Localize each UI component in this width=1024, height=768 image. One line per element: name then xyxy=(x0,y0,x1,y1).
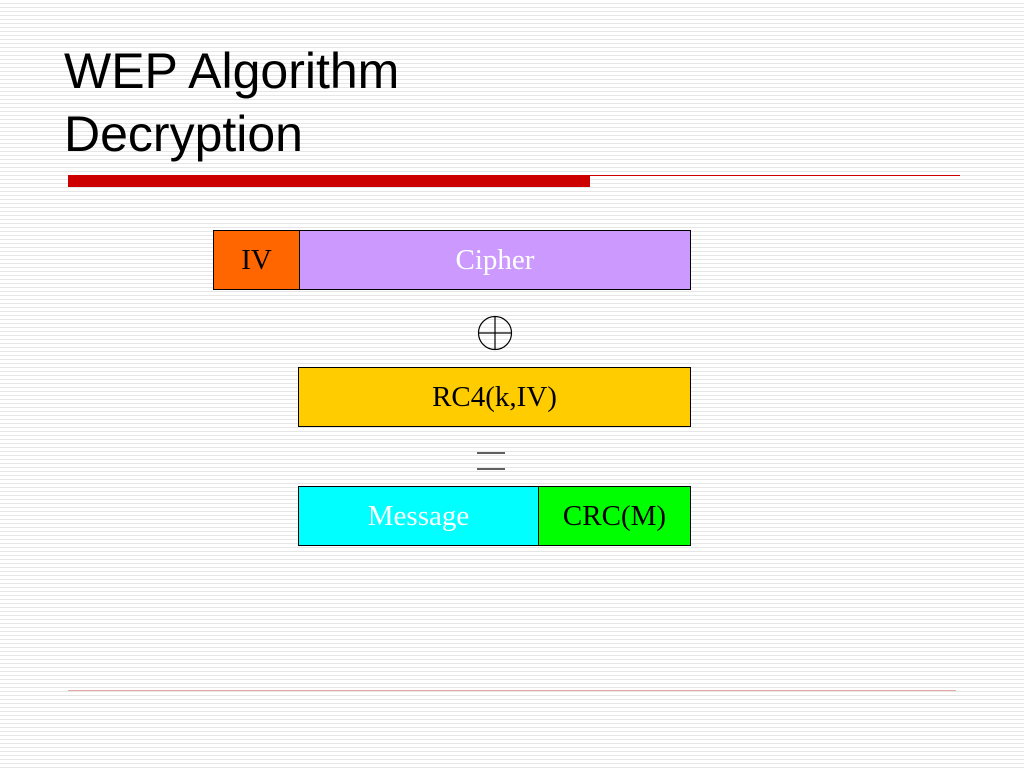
crc-block: CRC(M) xyxy=(538,486,691,546)
title-underline-thick xyxy=(68,175,590,187)
slide-title: WEP Algorithm Decryption xyxy=(64,40,399,166)
rc4-keystream-block: RC4(k,IV) xyxy=(298,367,691,427)
footer-divider xyxy=(68,690,956,691)
xor-icon xyxy=(477,315,513,351)
slide-title-line-2: Decryption xyxy=(64,106,303,162)
cipher-block: Cipher xyxy=(299,230,691,290)
iv-block: IV xyxy=(213,230,300,290)
equals-icon xyxy=(477,452,505,470)
message-block: Message xyxy=(298,486,539,546)
title-underline-thin xyxy=(590,175,960,176)
slide-title-line-1: WEP Algorithm xyxy=(64,43,400,99)
